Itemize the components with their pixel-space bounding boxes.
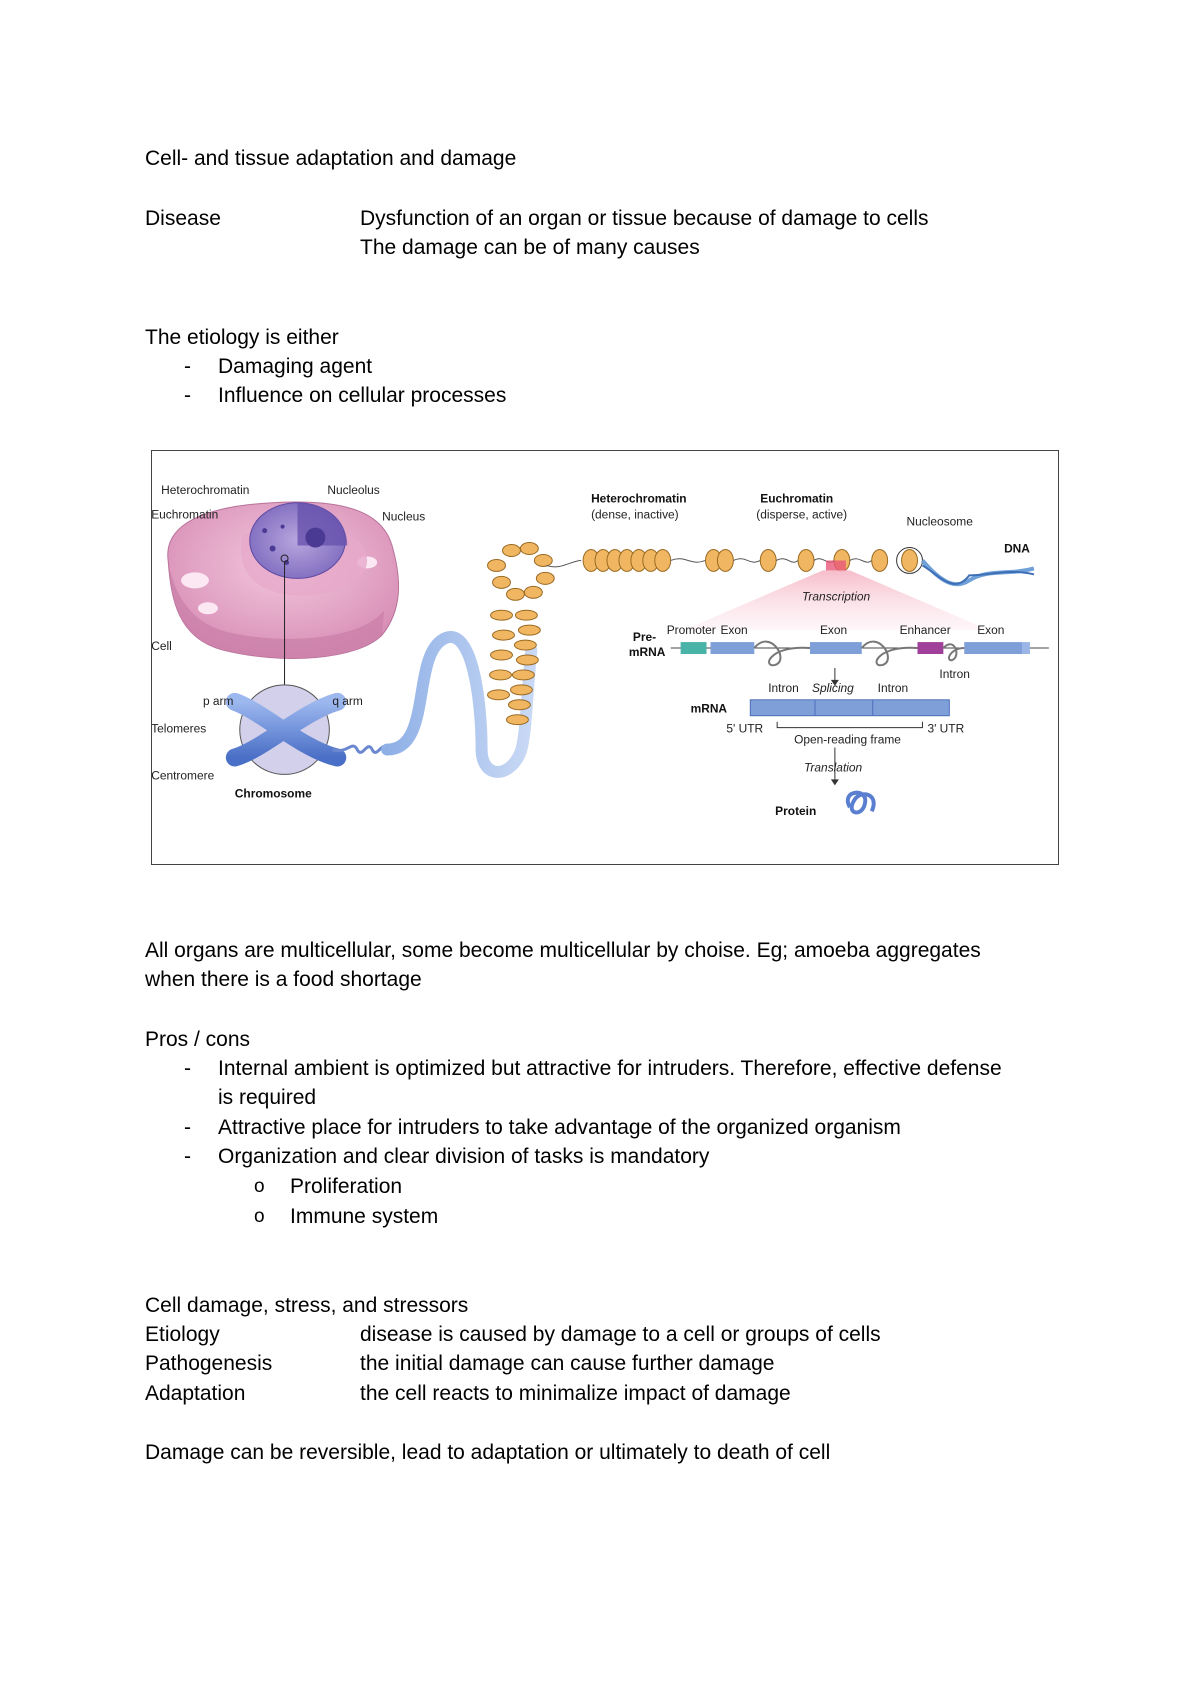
damage-term: Adaptation	[145, 1382, 246, 1405]
nucleosome-coil	[487, 542, 555, 726]
label-telomeres: Telomeres	[152, 722, 206, 736]
pros-cons-sub-item: Proliferation	[290, 1175, 403, 1198]
multicellular-line-1: All organs are multicellular, some becom…	[145, 939, 981, 962]
damage-def: disease is caused by damage to a cell or…	[360, 1323, 881, 1346]
label-chromosome: Chromosome	[235, 786, 312, 800]
chromosome-illustration	[225, 684, 389, 775]
damage-def: the cell reacts to minimalize impact of …	[360, 1382, 791, 1405]
bullet-dash: -	[184, 1057, 191, 1080]
cell-illustration	[167, 501, 400, 686]
damage-term: Etiology	[145, 1323, 220, 1346]
label-splicing: Splicing	[812, 681, 854, 695]
label-heterochromatin: Heterochromatin	[161, 483, 249, 497]
label-protein: Protein	[775, 804, 816, 818]
conclusion: Damage can be reversible, lead to adapta…	[145, 1441, 831, 1464]
label-hetero-sub: (dense, inactive)	[591, 508, 679, 522]
label-enhancer: Enhancer	[900, 623, 951, 637]
label-exon-3: Exon	[977, 623, 1004, 637]
label-pre-mrna-2: mRNA	[629, 645, 666, 659]
damage-heading: Cell damage, stress, and stressors	[145, 1294, 469, 1317]
disease-def-line-2: The damage can be of many causes	[360, 236, 700, 259]
label-cell: Cell	[152, 639, 172, 653]
bullet-dash: -	[184, 1145, 191, 1168]
label-mrna: mRNA	[691, 702, 728, 716]
multicellular-line-2: when there is a food shortage	[145, 968, 422, 991]
label-exon-2: Exon	[820, 623, 847, 637]
pros-cons-sub-item: Immune system	[290, 1205, 439, 1228]
heterochromatin-beads	[546, 547, 923, 574]
label-5-utr: 5' UTR	[726, 722, 763, 736]
protein-icon	[845, 790, 876, 815]
etiology-item: Influence on cellular processes	[218, 384, 507, 407]
label-promoter: Promoter	[667, 623, 716, 637]
page-title: Cell- and tissue adaptation and damage	[145, 147, 517, 170]
etiology-item: Damaging agent	[218, 355, 373, 378]
pros-cons-heading: Pros / cons	[145, 1028, 251, 1051]
label-3-utr: 3' UTR	[927, 722, 964, 736]
label-translation: Translation	[804, 760, 863, 774]
label-intron-3: Intron	[939, 667, 970, 681]
disease-def-line-1: Dysfunction of an organ or tissue becaus…	[360, 207, 929, 230]
mrna-row	[749, 667, 950, 815]
label-euchromatin-bold: Euchromatin	[760, 492, 833, 506]
label-q-arm: q arm	[332, 694, 363, 708]
label-orf: Open-reading frame	[794, 733, 901, 747]
pros-cons-item-1-line-1: Internal ambient is optimized but attrac…	[218, 1057, 1002, 1080]
chromatin-fiber	[381, 631, 538, 778]
label-euchromatin: Euchromatin	[152, 508, 218, 522]
pros-cons-item-1-line-2: is required	[218, 1086, 317, 1109]
pros-cons-item-2: Attractive place for intruders to take a…	[218, 1116, 901, 1139]
transcription-fan	[683, 570, 990, 631]
pros-cons-item-3: Organization and clear division of tasks…	[218, 1145, 710, 1168]
label-intron-2: Intron	[878, 681, 909, 695]
bullet-dash: -	[184, 384, 191, 407]
label-eu-sub: (disperse, active)	[756, 508, 847, 522]
label-nucleus: Nucleus	[382, 510, 425, 524]
pre-mrna-row	[670, 640, 1049, 667]
label-centromere: Centromere	[152, 768, 215, 782]
label-exon-1: Exon	[720, 623, 747, 637]
disease-term: Disease	[145, 207, 221, 230]
label-heterochromatin-bold: Heterochromatin	[591, 492, 687, 506]
bullet-circle: o	[254, 1206, 265, 1227]
label-p-arm: p arm	[203, 694, 234, 708]
label-nucleolus: Nucleolus	[327, 483, 379, 497]
damage-def: the initial damage can cause further dam…	[360, 1352, 775, 1375]
bullet-dash: -	[184, 355, 191, 378]
bullet-dash: -	[184, 1116, 191, 1139]
cell-to-protein-figure: Heterochromatin Nucleolus Euchromatin Nu…	[151, 450, 1059, 865]
label-nucleosome: Nucleosome	[907, 515, 974, 529]
damage-term: Pathogenesis	[145, 1352, 273, 1375]
bullet-circle: o	[254, 1176, 265, 1197]
label-pre-mrna-1: Pre-	[633, 630, 656, 644]
label-dna: DNA	[1004, 542, 1030, 556]
etiology-heading: The etiology is either	[145, 326, 339, 349]
label-transcription: Transcription	[802, 589, 870, 603]
label-intron-1: Intron	[768, 681, 799, 695]
